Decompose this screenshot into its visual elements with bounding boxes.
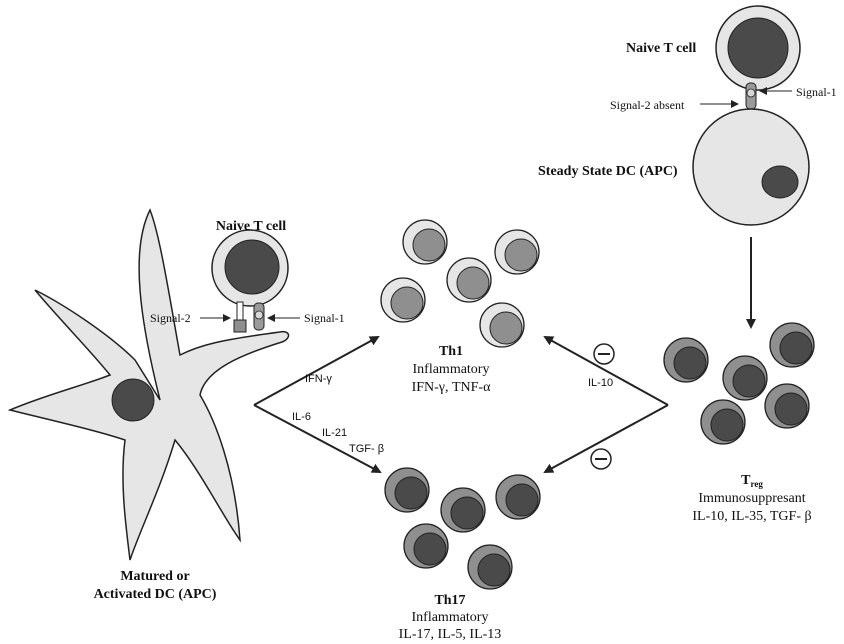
treg-cell-nucleus (779, 331, 813, 365)
th1-cell (402, 219, 448, 265)
th17-cell (467, 544, 513, 590)
th1-cell-nucleus (504, 238, 538, 272)
treg-line1: Immunosuppresant (698, 491, 805, 506)
th17-cell-nucleus (477, 553, 511, 587)
costim-receptor (236, 301, 244, 321)
inhibition-badge-top (593, 343, 615, 365)
steady-naive-t-cell-nucleus (727, 17, 789, 79)
treg-cell (764, 383, 810, 429)
treg-to-th1-arrow (543, 336, 669, 406)
th1-cell (446, 257, 492, 303)
tgf-beta-label: TGF- β (349, 443, 384, 455)
signal1-label-steady: Signal-1 (796, 85, 837, 99)
treg-title: Treg (741, 473, 763, 489)
treg-to-th17-arrow (543, 404, 669, 473)
th1-cell-nucleus (412, 228, 446, 262)
inhibition-badge-bottom (590, 448, 612, 470)
matured-dc-nucleus (111, 378, 155, 422)
costim-ligand (233, 319, 247, 333)
th1-cell-nucleus (489, 311, 523, 345)
treg-arrows: IL-10 (543, 336, 669, 473)
steady-receptor-ball (746, 88, 756, 98)
treg-cell (663, 337, 709, 383)
signal2-absent-label: Signal-2 absent (610, 98, 685, 112)
treg-line2: IL-10, IL-35, TGF- β (692, 509, 811, 524)
ifn-gamma-label: IFN-γ (305, 373, 332, 385)
th17-line2: IL-17, IL-5, IL-13 (399, 627, 502, 642)
treg-cell (700, 399, 746, 445)
treg-cell-nucleus (732, 364, 766, 398)
th17-cell-nucleus (450, 496, 484, 530)
matured-naive-t-cell-label: Naive T cell (216, 219, 286, 234)
th1-cell (494, 229, 540, 275)
th17-cell-nucleus (413, 532, 447, 566)
treg-cell-nucleus (710, 408, 744, 442)
th1-line2: IFN-γ, TNF-α (412, 380, 492, 395)
treg-cell-nucleus (774, 392, 808, 426)
il10-label: IL-10 (588, 377, 613, 389)
treg-cell-nucleus (673, 346, 707, 380)
th17-cell-nucleus (505, 483, 539, 517)
steady-dc-nucleus (761, 165, 799, 199)
th17-title: Th17 (434, 593, 465, 608)
dc-to-th17-arrow (253, 404, 382, 473)
matured-dc-label-line2: Activated DC (APC) (94, 587, 217, 602)
th1-cell (479, 302, 525, 348)
steady-dc-label: Steady State DC (APC) (538, 164, 678, 179)
left-arrows: IFN-γ IL-6 IL-21 TGF- β (253, 336, 384, 473)
th17-cell (384, 467, 430, 513)
steady-naive-t-cell-label: Naive T cell (626, 41, 696, 56)
treg-title-main: T (741, 473, 751, 488)
th17-line1: Inflammatory (412, 610, 489, 625)
treg-cluster: Treg Immunosuppresant IL-10, IL-35, TGF-… (663, 322, 815, 524)
il6-label: IL-6 (292, 411, 311, 423)
matured-dc-label-line1: Matured or (120, 569, 189, 584)
th1-title: Th1 (439, 344, 463, 359)
th1-cell-nucleus (390, 286, 424, 320)
signal1-label: Signal-1 (304, 311, 345, 325)
th1-cell (380, 277, 426, 323)
treg-title-sub: reg (751, 479, 764, 489)
th1-cell-nucleus (456, 266, 490, 300)
tcr-receptor-ball (254, 310, 264, 320)
steady-dc-cell (692, 108, 810, 226)
treg-cell (722, 355, 768, 401)
il21-label: IL-21 (322, 427, 347, 439)
th1-cluster: Th1 Inflammatory IFN-γ, TNF-α (380, 219, 540, 395)
th17-cell (403, 523, 449, 569)
treg-cell (769, 322, 815, 368)
matured-dc-cell (7, 208, 290, 561)
signal2-label: Signal-2 (150, 311, 191, 325)
matured-dc-group: Matured or Activated DC (APC) Naive T ce… (7, 208, 345, 602)
th17-cell (440, 487, 486, 533)
th17-cell-nucleus (394, 476, 428, 510)
matured-naive-t-cell-nucleus (224, 239, 280, 295)
th17-cluster: Th17 Inflammatory IL-17, IL-5, IL-13 (384, 467, 541, 642)
th1-line1: Inflammatory (413, 362, 490, 377)
dc-to-th1-arrow (253, 336, 380, 406)
steady-state-group: Naive T cell Signal-1 Signal-2 absent St… (538, 5, 837, 329)
th17-cell (495, 474, 541, 520)
